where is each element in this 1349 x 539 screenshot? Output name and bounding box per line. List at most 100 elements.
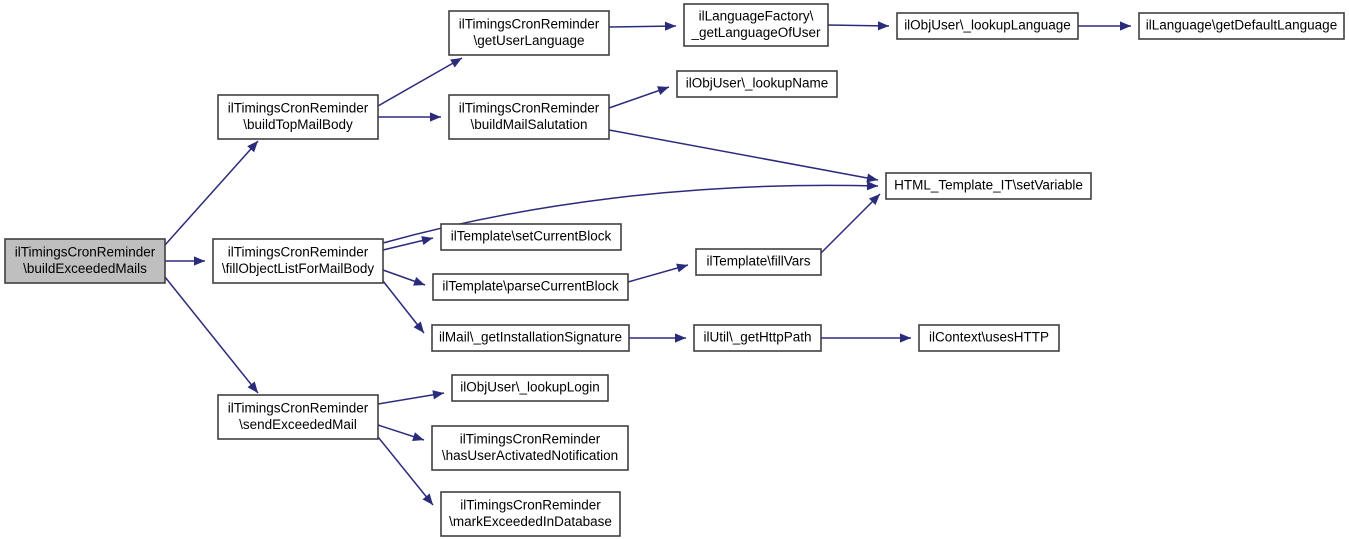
- arrowhead-icon: [421, 236, 433, 246]
- arrowhead-icon: [676, 263, 688, 273]
- graph-node-lookupLanguage[interactable]: ilObjUser\_lookupLanguage: [896, 12, 1079, 40]
- node-label: ilUtil\_getHttpPath: [703, 330, 811, 345]
- node-box[interactable]: [918, 324, 1060, 352]
- arrowhead-icon: [450, 58, 462, 68]
- node-label: ilObjUser\_lookupLogin: [460, 380, 600, 395]
- call-edge: [608, 129, 879, 181]
- node-label: ilLanguageFactory\: [699, 8, 814, 23]
- node-label: ilTemplate\setCurrentBlock: [451, 229, 612, 244]
- node-box[interactable]: [431, 425, 629, 471]
- node-label: _getLanguageOfUser: [690, 25, 821, 40]
- call-edge: [377, 436, 434, 506]
- call-edge: [377, 57, 463, 107]
- arrowhead-icon: [412, 432, 424, 441]
- graph-node-buildMailSalutation[interactable]: ilTimingsCronReminder \buildMailSalutatio…: [448, 94, 610, 140]
- node-label: ilLanguage\getDefaultLanguage: [1146, 18, 1337, 33]
- node-box[interactable]: [448, 94, 610, 140]
- arrowhead-icon: [868, 194, 880, 206]
- node-box[interactable]: [885, 172, 1092, 200]
- graph-node-fillObjectListForMailBody[interactable]: ilTimingsCronReminder \fillObjectListForM…: [212, 238, 384, 284]
- arrowhead-icon: [866, 173, 878, 183]
- call-edge: [382, 280, 425, 334]
- call-edge: [164, 276, 259, 394]
- arrowhead-icon: [432, 390, 444, 400]
- node-label: \buildTopMailBody: [243, 117, 353, 132]
- node-box[interactable]: [431, 324, 630, 352]
- graph-node-buildExceededMails[interactable]: ilTimingsCronReminder \buildExceededMails: [4, 238, 166, 284]
- node-label: ilTimingsCronReminder: [15, 244, 156, 259]
- node-box[interactable]: [693, 324, 822, 352]
- call-edge: [820, 193, 881, 254]
- graph-node-parseCurrentBlock[interactable]: ilTemplate\parseCurrentBlock: [432, 273, 629, 301]
- arrowhead-icon: [664, 21, 676, 31]
- arrowhead-icon: [1120, 21, 1131, 31]
- graph-node-setCurrentBlock[interactable]: ilTemplate\setCurrentBlock: [440, 223, 622, 251]
- arrowhead-icon: [430, 112, 441, 122]
- graph-node-getUserLanguage[interactable]: ilTimingsCronReminder \getUserLanguage: [448, 10, 610, 56]
- node-box[interactable]: [448, 10, 610, 56]
- node-box[interactable]: [451, 374, 609, 402]
- graph-node-hasUserActivatedNotification[interactable]: ilTimingsCronReminder \hasUserActivatedNo…: [431, 425, 629, 471]
- node-label: \hasUserActivatedNotification: [442, 448, 618, 463]
- graph-node-usesHTTP[interactable]: ilContext\usesHTTP: [918, 324, 1060, 352]
- node-box[interactable]: [896, 12, 1079, 40]
- node-label: ilObjUser\_lookupLanguage: [904, 18, 1071, 33]
- node-box[interactable]: [4, 238, 166, 284]
- call-edge: [608, 25, 677, 28]
- node-label: ilTimingsCronReminder: [228, 400, 369, 415]
- node-box[interactable]: [695, 248, 822, 276]
- node-label: \getUserLanguage: [473, 33, 584, 48]
- node-label: \fillObjectListForMailBody: [222, 261, 375, 276]
- arrowhead-icon: [194, 256, 205, 266]
- node-box[interactable]: [1138, 12, 1345, 40]
- node-label: \buildExceededMails: [23, 261, 147, 276]
- nodes-layer: ilTimingsCronReminder \buildExceededMails…: [4, 3, 1345, 537]
- arrowhead-icon: [247, 141, 258, 153]
- graph-node-lookupLogin[interactable]: ilObjUser\_lookupLogin: [451, 374, 609, 402]
- arrowhead-icon: [247, 381, 258, 393]
- arrowhead-icon: [657, 86, 669, 95]
- node-label: ilTimingsCronReminder: [460, 497, 601, 512]
- arrowhead-icon: [866, 181, 878, 191]
- graph-node-getInstallationSignature[interactable]: ilMail\_getInstallationSignature: [431, 324, 630, 352]
- node-label: ilTimingsCronReminder: [460, 431, 601, 446]
- graph-node-getHttpPath[interactable]: ilUtil\_getHttpPath: [693, 324, 822, 352]
- arrowhead-icon: [877, 21, 889, 31]
- node-label: ilMail\_getInstallationSignature: [439, 330, 622, 345]
- graph-node-setVariable[interactable]: HTML_Template_IT\setVariable: [885, 172, 1092, 200]
- arrowhead-icon: [422, 493, 433, 505]
- call-edge: [377, 392, 445, 405]
- edges-layer: [164, 21, 1131, 506]
- graph-node-markExceededInDatabase[interactable]: ilTimingsCronReminder \markExceededInData…: [440, 491, 621, 537]
- arrowhead-icon: [900, 333, 911, 343]
- node-label: ilTimingsCronReminder: [459, 100, 600, 115]
- node-label: ilTimingsCronReminder: [459, 16, 600, 31]
- node-box[interactable]: [676, 70, 838, 98]
- node-label: ilContext\usesHTTP: [929, 330, 1049, 345]
- node-label: ilTemplate\parseCurrentBlock: [442, 279, 619, 294]
- node-box[interactable]: [683, 3, 829, 47]
- call-edge: [164, 140, 259, 246]
- node-label: ilObjUser\_lookupName: [686, 76, 829, 91]
- node-label: ilTimingsCronReminder: [228, 244, 369, 259]
- graph-node-sendExceededMail[interactable]: ilTimingsCronReminder\sendExceededMail: [217, 394, 379, 440]
- node-box[interactable]: [217, 94, 379, 140]
- graph-node-getLanguageOfUser[interactable]: ilLanguageFactory\ _getLanguageOfUser: [683, 3, 829, 47]
- graph-node-lookupName[interactable]: ilObjUser\_lookupName: [676, 70, 838, 98]
- graph-node-getDefaultLanguage[interactable]: ilLanguage\getDefaultLanguage: [1138, 12, 1345, 40]
- node-box[interactable]: [217, 394, 379, 440]
- node-box[interactable]: [432, 273, 629, 301]
- graph-node-buildTopMailBody[interactable]: ilTimingsCronReminder \buildTopMailBody: [217, 94, 379, 140]
- graph-node-fillVars[interactable]: ilTemplate\fillVars: [695, 248, 822, 276]
- node-box[interactable]: [440, 223, 622, 251]
- node-label: \markExceededInDatabase: [449, 514, 612, 529]
- node-box[interactable]: [440, 491, 621, 537]
- arrowhead-icon: [675, 333, 686, 343]
- node-label: ilTimingsCronReminder: [228, 100, 369, 115]
- node-label: \buildMailSalutation: [470, 117, 587, 132]
- arrowhead-icon: [413, 321, 424, 333]
- arrowhead-icon: [413, 276, 425, 286]
- node-box[interactable]: [212, 238, 384, 284]
